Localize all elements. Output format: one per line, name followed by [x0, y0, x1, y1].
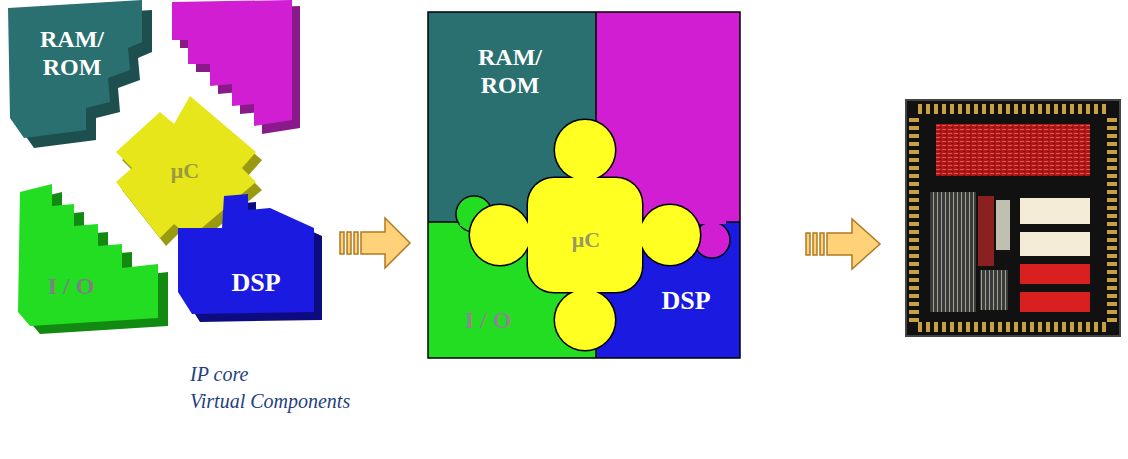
microcontroller-block: μC	[550, 220, 622, 260]
piece-label: DSP	[209, 268, 303, 298]
piece-label: RAM/ ROM	[17, 26, 127, 81]
ram-rom-block: RAM/ ROM	[448, 24, 572, 120]
piece-label: μC	[153, 158, 217, 183]
io-block: I / O	[440, 296, 536, 346]
caption-line: Virtual Components	[190, 390, 350, 413]
dsp-piece: DSP	[206, 258, 306, 308]
caption-line: IP core	[190, 363, 248, 386]
ram-rom-piece: RAM/ ROM	[14, 6, 130, 102]
io-piece: I / O	[22, 262, 120, 312]
microcontroller-piece: μC	[150, 146, 220, 196]
piece-label: DSP	[643, 286, 729, 316]
piece-label: I / O	[25, 273, 117, 301]
piece-label: μC	[553, 227, 619, 252]
piece-label: I / O	[443, 307, 533, 335]
piece-label: RAM/ ROM	[451, 44, 569, 99]
dsp-block: DSP	[640, 276, 732, 326]
